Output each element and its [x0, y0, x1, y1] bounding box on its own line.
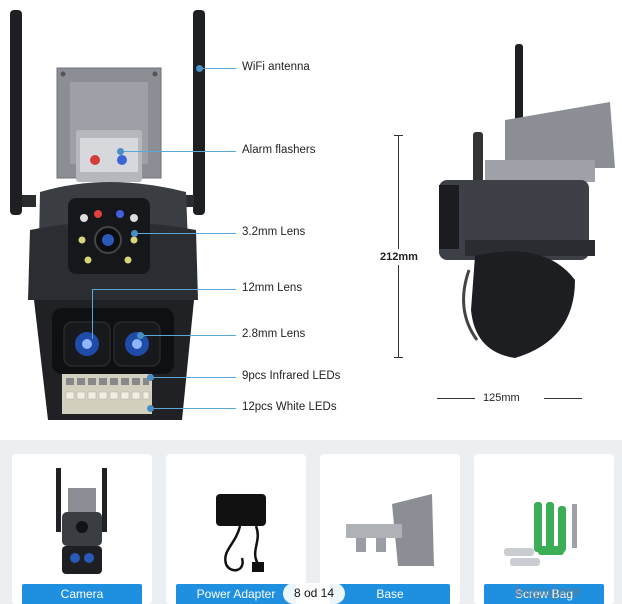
- height-dimension: 212mm: [380, 249, 418, 265]
- accessory-label-base: Base: [330, 584, 450, 604]
- width-dimension: 125mm: [483, 392, 520, 404]
- gallery-counter: 8 od 14: [283, 583, 345, 604]
- accessory-label-screw-bag: Screw Bag: [484, 584, 604, 604]
- width-dimension-line: [544, 398, 582, 399]
- product-image: WiFi antenna Alarm flashers 3.2mm Lens 1…: [10, 10, 615, 420]
- callout-line: [140, 335, 236, 336]
- accessory-label-camera: Camera: [22, 584, 142, 604]
- callout-dot: [117, 148, 124, 155]
- callout-line: [92, 289, 236, 290]
- callout-line: [150, 377, 236, 378]
- accessory-card-screw-bag: Screw Bag: [474, 454, 614, 604]
- accessory-card-camera: Camera: [12, 454, 152, 604]
- camera-side-illustration: [439, 44, 615, 358]
- callout-dot: [147, 405, 154, 412]
- callout-dot: [196, 65, 203, 72]
- callout-infrared-leds: 9pcs Infrared LEDs: [242, 370, 341, 382]
- screw-bag-thumbnail: [504, 502, 577, 566]
- callout-line: [134, 233, 236, 234]
- callout-wifi-antenna: WiFi antenna: [242, 61, 310, 73]
- callout-dot: [147, 374, 154, 381]
- callout-line: [150, 408, 236, 409]
- power-adapter-thumbnail: [216, 494, 266, 572]
- width-dimension-line: [437, 398, 475, 399]
- callout-dot: [137, 332, 144, 339]
- camera-front-illustration: [10, 10, 205, 420]
- accessories-section: Camera Power Adapter Base Screw: [0, 440, 622, 604]
- height-dimension-line: [394, 135, 403, 358]
- watermark: kupujem: [515, 584, 581, 601]
- accessory-label-power-adapter: Power Adapter: [176, 584, 296, 604]
- callout-2-8mm-lens: 2.8mm Lens: [242, 328, 306, 340]
- callout-white-leds: 12pcs White LEDs: [242, 401, 337, 413]
- accessory-card-power-adapter: Power Adapter: [166, 454, 306, 604]
- callout-line: [200, 68, 236, 69]
- callout-3-2mm-lens: 3.2mm Lens: [242, 226, 306, 238]
- callout-line: [120, 151, 236, 152]
- callout-alarm-flashers: Alarm flashers: [242, 144, 316, 156]
- camera-thumbnail: [56, 468, 107, 574]
- accessory-card-base: Base: [320, 454, 460, 604]
- base-thumbnail: [346, 494, 434, 566]
- callout-12mm-lens: 12mm Lens: [242, 282, 303, 294]
- callout-dot: [131, 230, 138, 237]
- callout-line: [92, 289, 93, 339]
